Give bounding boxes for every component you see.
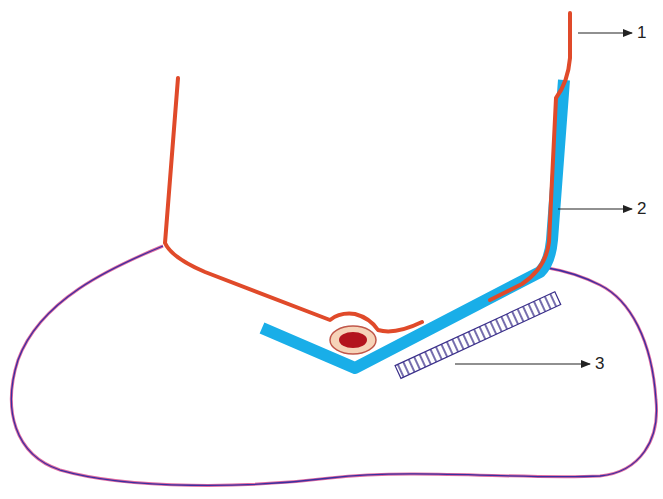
callout-number: 2: [637, 199, 646, 219]
callout-number: 1: [637, 23, 646, 43]
hatched-layer: [395, 292, 561, 379]
vessel-lumen: [339, 332, 367, 348]
callout-number: 3: [595, 354, 604, 374]
outer-outline: [11, 246, 656, 485]
vessel-wall: [330, 326, 376, 354]
leader-line: [558, 208, 632, 209]
red-layer-right: [490, 13, 570, 300]
outer-outline-inner: [11, 246, 656, 485]
red-layer-left: [165, 78, 422, 331]
leader-line: [578, 32, 632, 33]
leader-line: [455, 363, 590, 364]
